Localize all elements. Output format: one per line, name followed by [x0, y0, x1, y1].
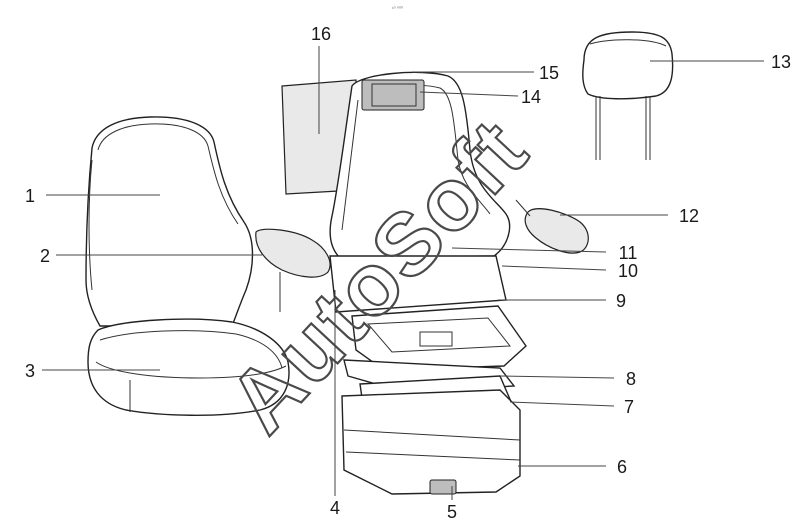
leader-lines: [42, 46, 764, 500]
callout-14: 14: [521, 87, 541, 107]
seat-cushion: [87, 318, 290, 416]
suspension-base: [341, 389, 521, 495]
base-latch: [429, 479, 457, 495]
callout-7: 7: [624, 397, 634, 417]
headrest-mount: [361, 79, 425, 111]
seat-back-frame: [329, 71, 511, 259]
callout-2: 2: [40, 246, 50, 266]
callout-6: 6: [617, 457, 627, 477]
callout-4: 4: [330, 498, 340, 518]
callout-15: 15: [539, 63, 559, 83]
backrest-cushion: [85, 116, 254, 327]
callout-11: 11: [619, 243, 638, 263]
callout-9: 9: [616, 291, 626, 311]
callout-10: 10: [618, 261, 638, 281]
headrest: [582, 31, 674, 160]
leader-11: [451, 247, 607, 253]
leader-14: [419, 91, 519, 97]
leader-8: [499, 375, 615, 379]
header-mark: ¹⁰ ⁰⁰⁰: [392, 6, 403, 12]
callout-labels: 1 2 3 4 5 6 7 8 9 10 11 12 13 14 15 16: [25, 24, 791, 522]
callout-12: 12: [679, 206, 699, 226]
callout-3: 3: [25, 361, 35, 381]
callout-5: 5: [447, 502, 457, 522]
armrest-left: [255, 228, 331, 312]
callout-16: 16: [311, 24, 331, 44]
callout-1: 1: [25, 186, 35, 206]
armrest-right: [515, 199, 589, 254]
leader-7: [509, 401, 615, 407]
seat-pan-frame: [329, 255, 527, 371]
leader-10: [501, 265, 607, 271]
callout-8: 8: [626, 369, 636, 389]
callout-13: 13: [771, 52, 791, 72]
